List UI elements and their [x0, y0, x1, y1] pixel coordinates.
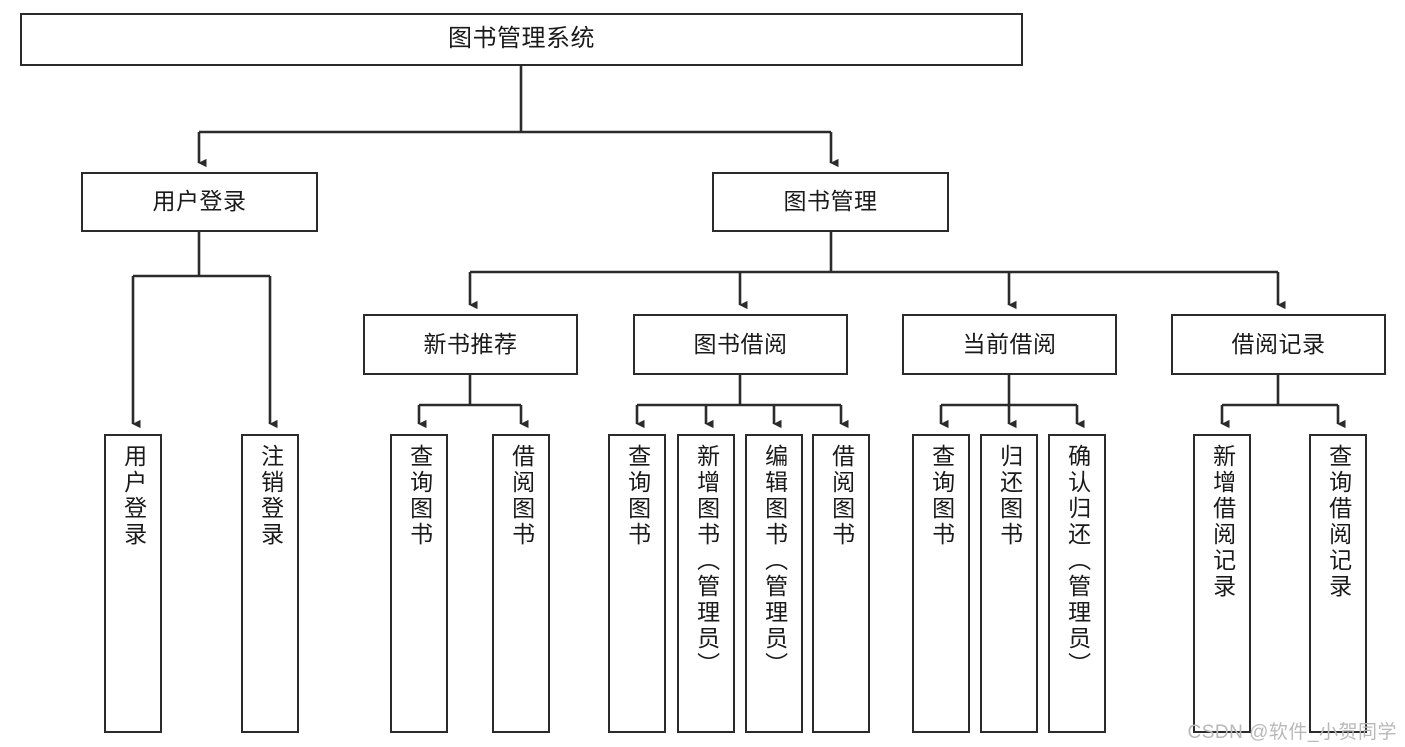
node-leaf-add-book-admin[interactable]: 新增图书（管理员）: [677, 434, 735, 733]
node-label: 新增图书（管理员）: [693, 444, 720, 678]
node-borrow-record[interactable]: 借阅记录: [1171, 314, 1386, 375]
node-user-login[interactable]: 用户登录: [81, 172, 318, 232]
node-leaf-query-book-c[interactable]: 查询图书: [912, 434, 970, 733]
node-leaf-return-book[interactable]: 归还图书: [980, 434, 1038, 733]
node-leaf-user-login[interactable]: 用户登录: [104, 434, 162, 733]
node-label: 查询图书: [624, 444, 651, 548]
node-label: 查询图书: [928, 444, 955, 548]
node-leaf-edit-book-admin[interactable]: 编辑图书（管理员）: [745, 434, 803, 733]
node-label: 图书管理: [783, 188, 878, 215]
node-label: 当前借阅: [962, 330, 1057, 357]
node-current-borrow[interactable]: 当前借阅: [902, 314, 1117, 375]
node-leaf-confirm-return-admin[interactable]: 确认归还（管理员）: [1048, 434, 1106, 733]
node-leaf-add-borrow-record[interactable]: 新增借阅记录: [1193, 434, 1251, 733]
node-label: 借阅图书: [828, 444, 855, 548]
node-label: 用户登录: [120, 444, 147, 548]
node-leaf-query-book-a[interactable]: 查询图书: [390, 434, 448, 733]
node-new-book-recommend[interactable]: 新书推荐: [363, 314, 578, 375]
node-label: 图书管理系统: [448, 25, 595, 53]
node-leaf-query-borrow-record[interactable]: 查询借阅记录: [1309, 434, 1367, 733]
node-book-borrow[interactable]: 图书借阅: [633, 314, 848, 375]
node-leaf-query-book-b[interactable]: 查询图书: [608, 434, 666, 733]
node-leaf-borrow-book-b[interactable]: 借阅图书: [812, 434, 870, 733]
watermark-text: CSDN @软件_小贺同学: [1187, 722, 1397, 743]
node-label: 编辑图书（管理员）: [761, 444, 788, 678]
node-label: 查询图书: [406, 444, 433, 548]
node-label: 新书推荐: [423, 330, 518, 357]
node-root-system[interactable]: 图书管理系统: [20, 13, 1023, 66]
node-book-manage[interactable]: 图书管理: [712, 172, 949, 232]
node-leaf-logout[interactable]: 注销登录: [241, 434, 299, 733]
node-label: 注销登录: [257, 444, 284, 548]
node-label: 借阅图书: [508, 444, 535, 548]
node-label: 新增借阅记录: [1209, 444, 1236, 600]
node-label: 借阅记录: [1231, 330, 1326, 357]
node-label: 归还图书: [996, 444, 1023, 548]
node-label: 图书借阅: [693, 330, 788, 357]
node-label: 查询借阅记录: [1325, 444, 1352, 600]
node-label: 用户登录: [152, 188, 247, 215]
node-leaf-borrow-book-a[interactable]: 借阅图书: [492, 434, 550, 733]
node-label: 确认归还（管理员）: [1064, 444, 1091, 678]
